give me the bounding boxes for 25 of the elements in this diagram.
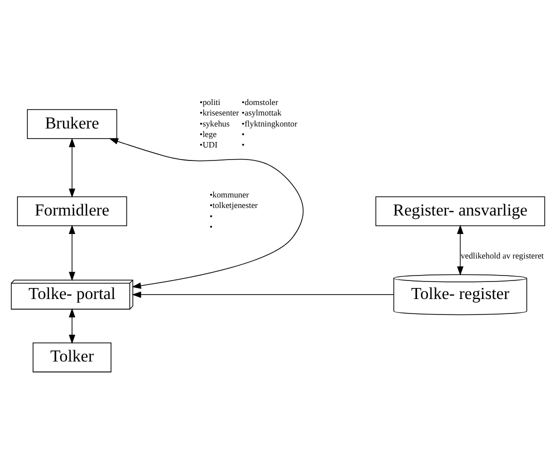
node-box: Brukere <box>26 108 118 139</box>
node-label: •politi <box>200 97 220 106</box>
node-box: Tolker <box>32 342 112 372</box>
arrow <box>457 224 464 276</box>
node-label: •flyktningkontor <box>242 118 298 128</box>
node-label: •lege <box>200 129 217 138</box>
node-label: •asylmottak <box>242 108 282 118</box>
node-label: •krisesenter <box>200 108 239 118</box>
node-label: •tolketjenester <box>210 200 258 210</box>
edge-label: vedlikehold av registeret <box>460 251 544 260</box>
node-box: Register- ansvarlige <box>375 196 546 226</box>
arrow <box>68 137 76 198</box>
node-label: • <box>210 222 213 231</box>
arrow <box>68 308 76 344</box>
node-label: • <box>242 129 245 138</box>
node-label: •kommuner <box>210 190 249 199</box>
arrow <box>68 224 76 281</box>
node-label: •domstoler <box>242 97 278 106</box>
node-label: • <box>242 140 245 150</box>
arrow <box>109 138 304 288</box>
node-label: • <box>210 211 213 220</box>
node-label: •sykehus <box>200 118 230 128</box>
node-box: Formidlere <box>17 196 128 226</box>
node-label: •UDI <box>200 140 218 150</box>
arrow <box>132 290 394 298</box>
